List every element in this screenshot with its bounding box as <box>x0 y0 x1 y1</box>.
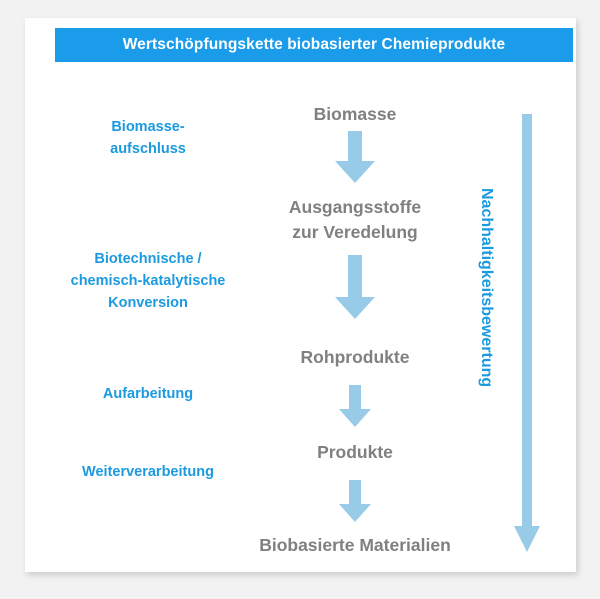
chain-arrow-1 <box>230 131 480 183</box>
process-label-line: aufschluss <box>110 141 186 157</box>
chain-node-produkte: Produkte <box>317 442 393 462</box>
process-label-line: chemisch-katalytische <box>70 273 226 289</box>
process-label-aufarbeitung: Aufarbeitung <box>53 383 243 405</box>
chain-node-rohprodukte: Rohprodukte <box>300 347 410 367</box>
process-label-konversion: Biotechnische / chemisch-katalytische Ko… <box>33 248 263 314</box>
chain-node-biomasse: Biomasse <box>313 104 397 124</box>
process-label-line: Biomasse- <box>111 119 185 135</box>
chain-node-biobasierte-materialien: Biobasierte Materialien <box>259 535 451 555</box>
sustainability-assessment-label: Nachhaltigkeitsbewertung <box>478 188 495 388</box>
page-title: Wertschöpfungskette biobasierter Chemiep… <box>122 36 506 53</box>
chain-arrow-4 <box>230 480 480 522</box>
chain-node-ausgangsstoffe: Ausgangsstoffe <box>288 197 422 217</box>
process-label-line: Aufarbeitung <box>102 386 194 402</box>
chain-arrow-2 <box>230 255 480 319</box>
chain-arrow-3 <box>230 385 480 427</box>
value-chain-column: Biomasse Ausgangsstoffe zur Veredelung R… <box>230 70 480 570</box>
diagram-title-bar: Wertschöpfungskette biobasierter Chemiep… <box>55 28 573 62</box>
process-label-line: Weiterverarbeitung <box>82 464 214 480</box>
chain-node-ausgangsstoffe-line2: zur Veredelung <box>292 222 418 242</box>
diagram-card: Wertschöpfungskette biobasierter Chemiep… <box>25 18 576 572</box>
sustainability-arrow-icon <box>514 114 540 552</box>
process-label-line: Konversion <box>108 295 188 311</box>
process-label-biomasseaufschluss: Biomasse- aufschluss <box>53 116 243 160</box>
process-label-line: Biotechnische / <box>94 251 202 267</box>
process-label-weiterverarbeitung: Weiterverarbeitung <box>33 461 263 483</box>
